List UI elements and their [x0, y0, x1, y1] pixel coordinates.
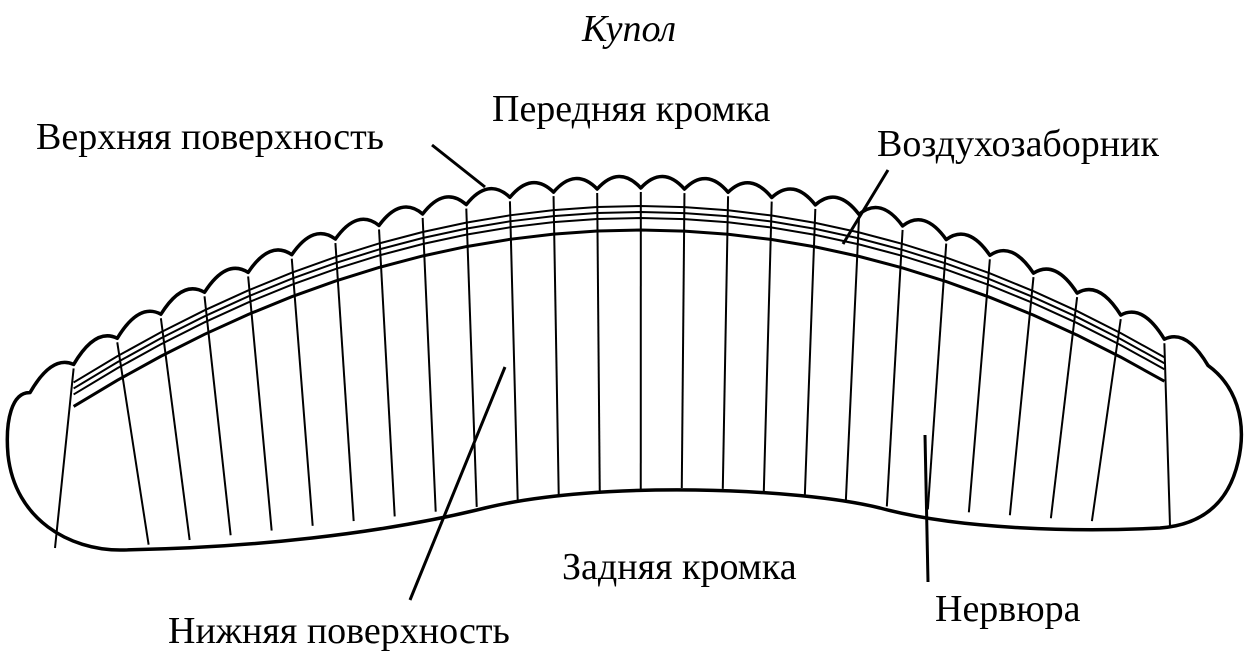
- rib-line: [554, 196, 559, 496]
- rib-line: [423, 218, 436, 512]
- rib-line: [723, 196, 728, 489]
- label-rib: Нервюра: [935, 590, 1081, 628]
- rib-line: [887, 230, 903, 507]
- intake-seam-line: [74, 218, 1165, 394]
- rib-line: [466, 209, 476, 507]
- rib-line: [928, 244, 946, 510]
- canopy-outline: [7, 176, 1241, 550]
- rib-line: [1164, 343, 1170, 526]
- rib-line: [846, 218, 859, 501]
- rib-line: [292, 259, 313, 526]
- rib-line: [597, 193, 600, 492]
- rib-line: [335, 243, 353, 521]
- label-upper-surface: Верхняя поверхность: [36, 118, 384, 156]
- rib-line: [805, 209, 816, 496]
- intake-seam-line: [74, 206, 1165, 382]
- label-air-intake: Воздухозаборник: [877, 125, 1159, 163]
- rib-line: [161, 318, 190, 540]
- rib-line: [379, 229, 395, 516]
- rib-line: [510, 201, 518, 501]
- rib-line: [55, 368, 74, 548]
- intake-seam-line: [74, 230, 1165, 406]
- air-intake-seams: [74, 206, 1165, 406]
- leader-upper-surface: [432, 145, 485, 187]
- canopy-title: Купол: [582, 10, 676, 48]
- leader-rib: [925, 435, 928, 582]
- label-lower-surface: Нижняя поверхность: [168, 612, 510, 650]
- rib-line: [682, 193, 685, 488]
- rib-lines: [55, 192, 1170, 548]
- rib-line: [764, 202, 772, 492]
- leader-lower-surface: [410, 367, 505, 600]
- label-leading-edge: Передняя кромка: [492, 90, 770, 128]
- label-trailing-edge: Задняя кромка: [562, 548, 797, 586]
